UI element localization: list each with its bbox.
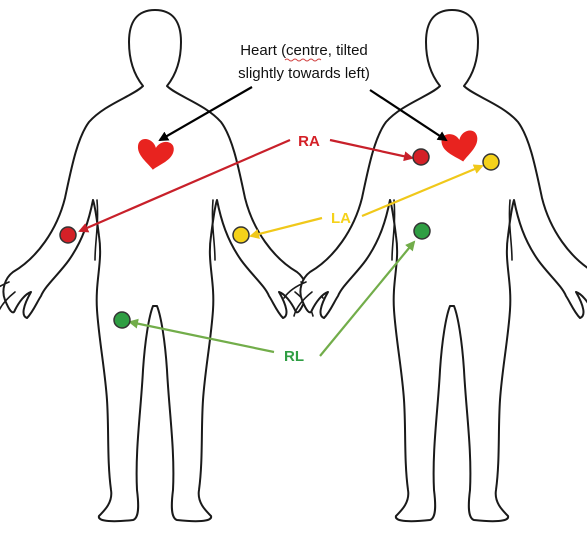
label-rl: RL	[284, 348, 304, 365]
label-ra: RA	[298, 133, 320, 150]
electrode-ra-right	[413, 149, 429, 165]
la-arrow-left	[251, 218, 322, 236]
heart-note-line1: Heart (centre, tilted	[240, 42, 368, 59]
electrode-la-right	[483, 154, 499, 170]
body-outline-left	[0, 10, 323, 521]
spellcheck-underline	[285, 59, 321, 61]
label-la: LA	[331, 210, 351, 227]
electrode-rl-left	[114, 312, 130, 328]
electrode-la-left	[233, 227, 249, 243]
electrode-rl-right	[414, 223, 430, 239]
heart-note-line2: slightly towards left)	[238, 65, 370, 82]
electrode-ra-left	[60, 227, 76, 243]
body-outline-right	[284, 10, 587, 521]
